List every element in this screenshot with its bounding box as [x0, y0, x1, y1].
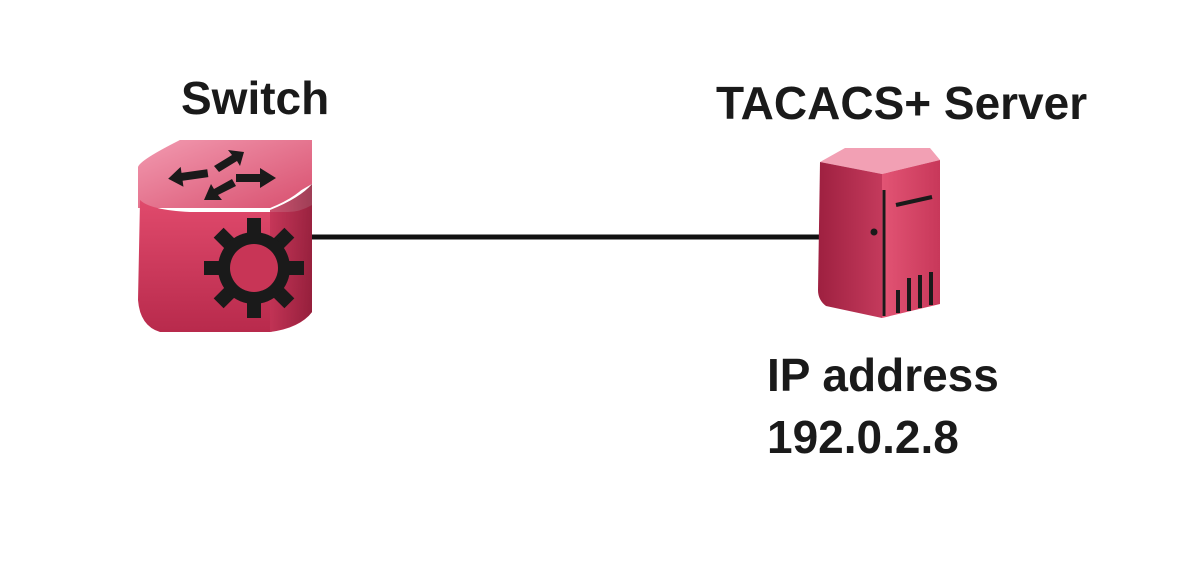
server-tower-icon — [818, 148, 940, 318]
server-ip-label: IP address — [767, 349, 999, 401]
server-ip-value: 192.0.2.8 — [767, 411, 959, 463]
switch-label: Switch — [181, 72, 330, 124]
router-switch-icon — [138, 140, 312, 332]
server-label: TACACS+ Server — [716, 77, 1088, 129]
